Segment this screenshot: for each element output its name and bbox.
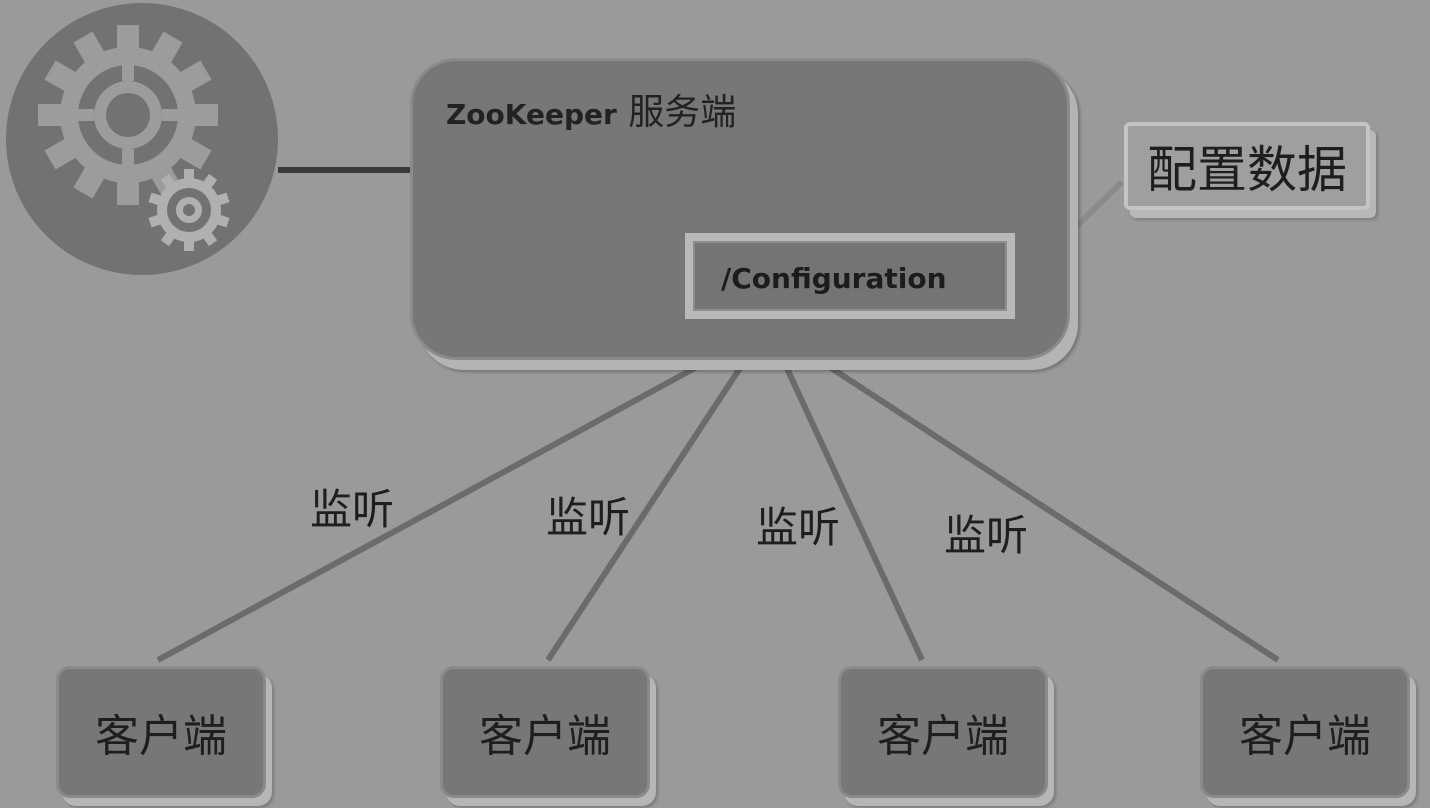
configuration-znode: /Configuration [685,233,1015,319]
listen-label-3: 监听 [756,503,841,552]
server-title-latin: ZooKeeper [446,98,617,131]
client-node-1: 客户端 [56,666,266,798]
config-data-node: 配置数据 [1124,122,1370,210]
gears-icon [6,3,278,275]
listen-label-4: 监听 [944,511,1029,560]
client-label-4: 客户端 [1239,711,1371,762]
client-node-4: 客户端 [1200,666,1410,798]
listen-edge-3 [781,360,925,662]
server-title: ZooKeeper 服务端 [446,83,736,135]
client-node-3: 客户端 [838,666,1048,798]
listen-edge-2 [545,360,747,662]
listen-edge-1 [156,359,708,663]
zookeeper-server-node: ZooKeeper 服务端 /Configuration [410,58,1070,360]
listen-edge-4 [820,359,1280,663]
client-label-3: 客户端 [877,711,1009,762]
configuration-znode-label: /Configuration [721,262,947,295]
client-label-1: 客户端 [95,711,227,762]
listen-label-2: 监听 [546,493,631,542]
config-data-label: 配置数据 [1147,141,1347,199]
server-title-cn: 服务端 [628,92,737,133]
client-label-2: 客户端 [479,711,611,762]
config-to-data-connector [1059,179,1125,243]
listen-label-1: 监听 [310,485,395,534]
client-node-2: 客户端 [440,666,650,798]
